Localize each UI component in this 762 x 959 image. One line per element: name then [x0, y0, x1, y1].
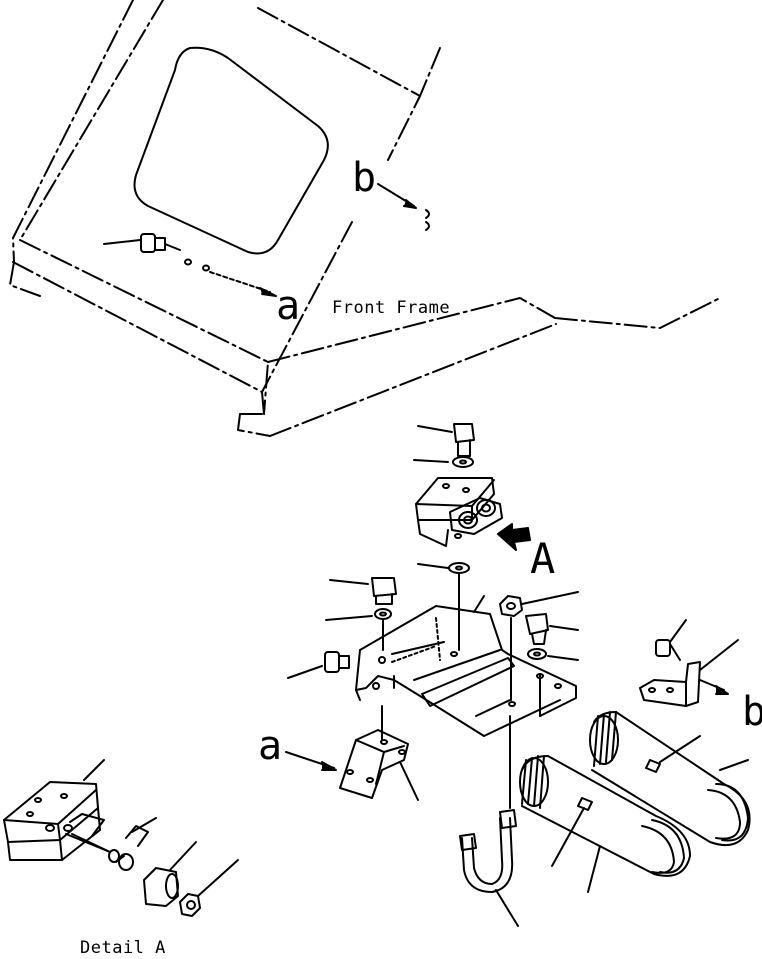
detail-a-caption: Detail A: [80, 938, 166, 958]
valve-block: [415, 477, 503, 547]
plate-side-bolt: [287, 651, 350, 679]
plate-washer-upper: [325, 608, 392, 651]
callout-b-frame: b: [352, 155, 377, 201]
plate-washer-right: [527, 648, 579, 661]
view-a-label: A: [530, 534, 556, 583]
plate-bolt-upper: [329, 577, 397, 605]
mounting-plate: [355, 595, 577, 737]
frame-b-holes: [377, 183, 430, 231]
callout-a-bracket: a: [258, 723, 283, 769]
air-tank-front: [519, 755, 691, 893]
callout-a-frame: a: [276, 283, 301, 329]
front-frame-outline: [9, 0, 721, 437]
mounting-bracket-b: [639, 619, 739, 707]
u-bolt: [459, 715, 519, 927]
callout-b-bracket: b: [742, 689, 762, 735]
mounting-bracket-a: [285, 705, 419, 801]
view-direction-arrow-icon: [497, 523, 531, 551]
plate-nut: [499, 591, 579, 701]
plate-bolt-right: [525, 613, 579, 645]
frame-bolt-holes: [184, 258, 277, 297]
detail-a-nut: [179, 859, 239, 917]
frame-window-opening: [133, 46, 329, 255]
valve-mounting-bolt: [417, 423, 475, 457]
frame-bolt: [103, 233, 181, 253]
valve-washer-top: [413, 456, 474, 468]
front-frame-label: Front Frame: [332, 298, 451, 318]
air-tank-rear: [589, 711, 751, 846]
valve-washer-bottom: [417, 562, 470, 651]
detail-a-valve-block: [3, 759, 111, 861]
detail-a-fitting: [108, 817, 157, 871]
detail-a-cap: [143, 841, 197, 907]
